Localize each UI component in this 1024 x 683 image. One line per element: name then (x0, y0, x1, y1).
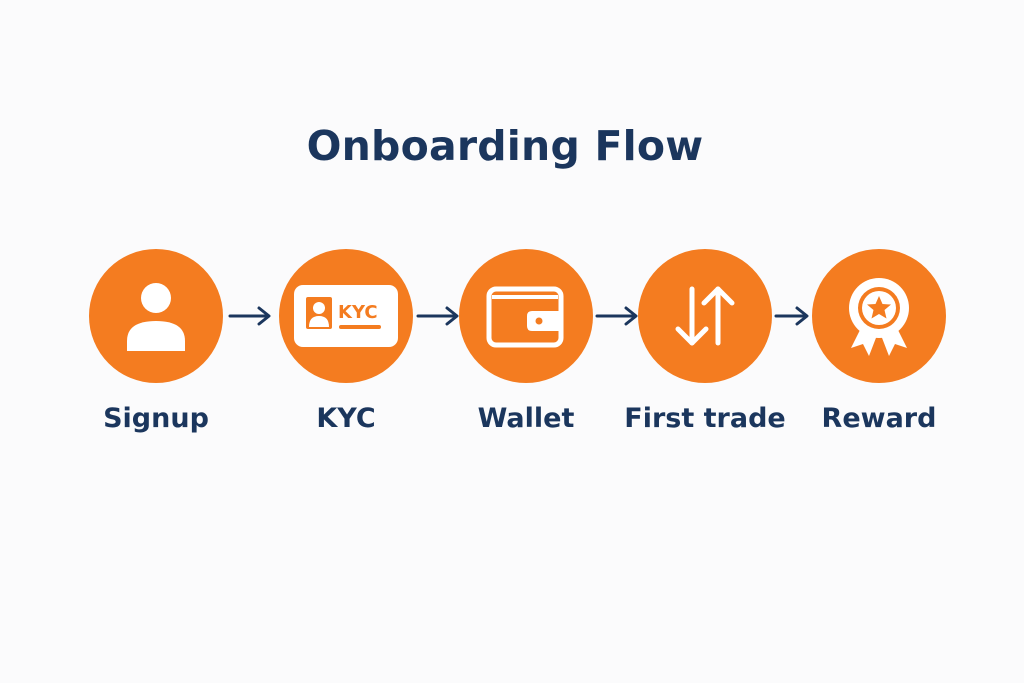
kyc-badge-text: KYC (338, 302, 378, 323)
step-reward-node (812, 249, 946, 383)
up-down-arrows-icon (675, 286, 735, 346)
award-badge-icon (849, 278, 909, 356)
arrow-wallet-to-first-trade (595, 306, 638, 326)
arrow-first-trade-to-reward (774, 306, 809, 326)
step-wallet-node (459, 249, 593, 383)
diagram-title: Onboarding Flow (306, 122, 704, 170)
step-kyc-node: KYC (279, 249, 413, 383)
id-card-icon: KYC (294, 285, 398, 347)
step-kyc-label: KYC (316, 403, 376, 434)
arrow-signup-to-kyc (228, 306, 271, 326)
step-first-trade-label: First trade (624, 403, 786, 434)
step-first-trade-node (638, 249, 772, 383)
arrow-kyc-to-wallet (416, 306, 459, 326)
step-reward-label: Reward (821, 403, 937, 434)
wallet-icon (486, 286, 564, 348)
step-signup-label: Signup (103, 403, 209, 434)
user-icon (127, 283, 185, 351)
step-signup-node (89, 249, 223, 383)
step-wallet-label: Wallet (477, 403, 575, 434)
